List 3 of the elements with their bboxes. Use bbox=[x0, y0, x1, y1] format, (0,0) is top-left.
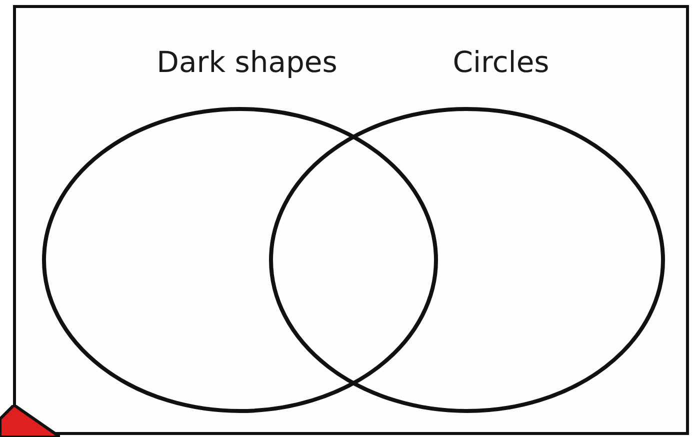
set-label: Dark shapes bbox=[156, 45, 338, 79]
set-label: Circles bbox=[452, 45, 550, 79]
frame-border bbox=[13, 5, 689, 435]
